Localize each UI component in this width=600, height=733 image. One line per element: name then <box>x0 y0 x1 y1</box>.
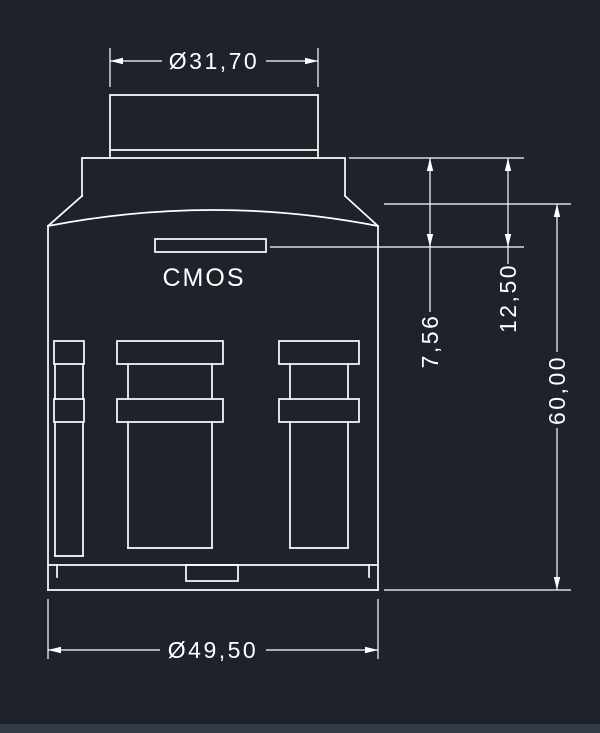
grip-right-band <box>278 398 360 423</box>
dim-arrow-down-icon <box>504 234 512 247</box>
dim-top-diameter: Ø31,70 <box>109 48 319 87</box>
bottom-edge-strip <box>0 724 600 733</box>
grip-column-middle <box>116 340 224 549</box>
shoulder-arc <box>47 209 379 227</box>
dim-flange-to-sensor-label: 12,50 <box>495 263 521 333</box>
flange-sides <box>81 157 346 197</box>
dim-sensor-offset-label: 7,56 <box>417 314 443 369</box>
camera-body-drawing: CMOS <box>46 94 380 591</box>
grip-column-left <box>53 340 85 557</box>
dim-body-length: 60,00 <box>544 204 570 590</box>
grip-left-rib-top <box>53 340 85 365</box>
grip-left-rib-bottom <box>53 398 85 423</box>
sensor-slot <box>154 238 267 253</box>
flange-outline <box>81 157 346 197</box>
dim-arrow-up-icon <box>426 158 434 171</box>
dim-arrow-up-icon <box>504 158 512 171</box>
cmos-label: CMOS <box>163 264 246 292</box>
dim-sensor-offset: 7,56 <box>417 158 443 368</box>
grip-middle-cap <box>116 340 224 365</box>
dimensions: Ø31,70 Ø49,50 <box>47 48 571 663</box>
grip-right-cap <box>278 340 360 365</box>
dim-top-diameter-label: Ø31,70 <box>169 48 259 74</box>
dim-arrow-down-icon <box>553 577 561 590</box>
dim-arrow-down-icon <box>426 234 434 247</box>
body-shoulder <box>46 194 380 228</box>
grip-middle-band <box>116 398 224 423</box>
right-extension-lines <box>270 157 571 591</box>
nose-tube-sides <box>109 94 319 159</box>
dim-arrow-left-icon <box>48 646 61 654</box>
bottom-plate <box>56 564 370 582</box>
dim-arrow-up-icon <box>553 204 561 217</box>
grip-column-right <box>278 340 360 549</box>
bottom-tab <box>185 564 239 582</box>
dim-bottom-diameter-label: Ø49,50 <box>168 637 258 663</box>
dim-bottom-diameter: Ø49,50 <box>47 599 379 663</box>
dim-flange-to-sensor: 12,50 <box>495 158 521 333</box>
shoulder-chamfer-left <box>46 194 84 228</box>
shoulder-chamfer-right <box>343 194 380 228</box>
dim-arrow-right-icon <box>365 646 378 654</box>
dim-body-length-label: 60,00 <box>544 355 570 425</box>
dim-arrow-left-icon <box>110 57 123 65</box>
nose-tube-outline <box>109 94 319 159</box>
dim-arrow-right-icon <box>305 57 318 65</box>
